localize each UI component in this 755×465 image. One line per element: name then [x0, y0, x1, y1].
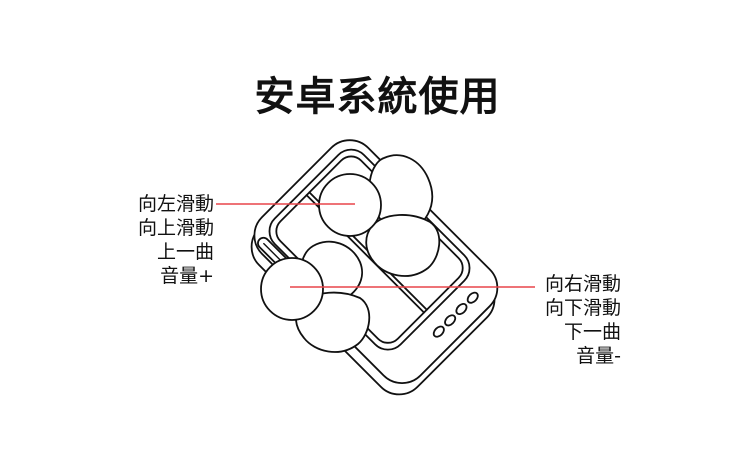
right-callout-line-2: 向下滑動 — [545, 297, 622, 319]
right-callout-line-4: 音量- — [576, 345, 622, 367]
led-indicator-2 — [455, 303, 468, 316]
left-callout-line-2: 向上滑動 — [137, 217, 214, 239]
page-title: 安卓系統使用 — [254, 74, 501, 120]
right-callout-line-3: 下一曲 — [564, 321, 622, 343]
left-callout-line-1: 向左滑動 — [137, 193, 214, 215]
right-callout-labels: 向右滑動 向下滑動 下一曲 音量- — [545, 272, 621, 368]
left-callout-line-4: 音量+ — [160, 265, 214, 287]
left-callout-line-3: 上一曲 — [156, 241, 214, 263]
led-indicator-4 — [432, 325, 445, 338]
lower-earbud — [260, 240, 371, 353]
led-indicator-3 — [444, 314, 457, 327]
upper-earbud — [318, 154, 441, 277]
right-callout-line-1: 向右滑動 — [545, 273, 622, 295]
led-indicator-1 — [466, 291, 479, 304]
left-callout-labels: 向左滑動 向上滑動 上一曲 音量+ — [138, 192, 214, 288]
